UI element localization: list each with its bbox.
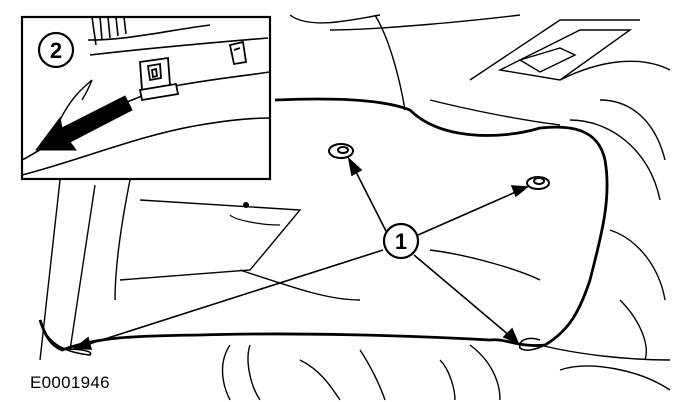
callout-1-leaders	[72, 156, 530, 350]
vehicle-body-background	[39, 14, 671, 401]
trim-panel	[38, 97, 609, 356]
clip-holes	[229, 143, 550, 226]
inset-detail: 2	[20, 15, 272, 181]
trim-clip	[138, 40, 248, 102]
callout-1: 1	[382, 222, 420, 260]
clip-hole-upper	[328, 143, 354, 159]
direction-arrow	[35, 95, 133, 151]
clip-hole-right	[526, 176, 550, 190]
callout-2-label: 2	[50, 38, 62, 63]
callout-2: 2	[37, 31, 75, 69]
callout-1-label: 1	[395, 229, 407, 254]
figure-id-label: E0001946	[30, 373, 110, 392]
